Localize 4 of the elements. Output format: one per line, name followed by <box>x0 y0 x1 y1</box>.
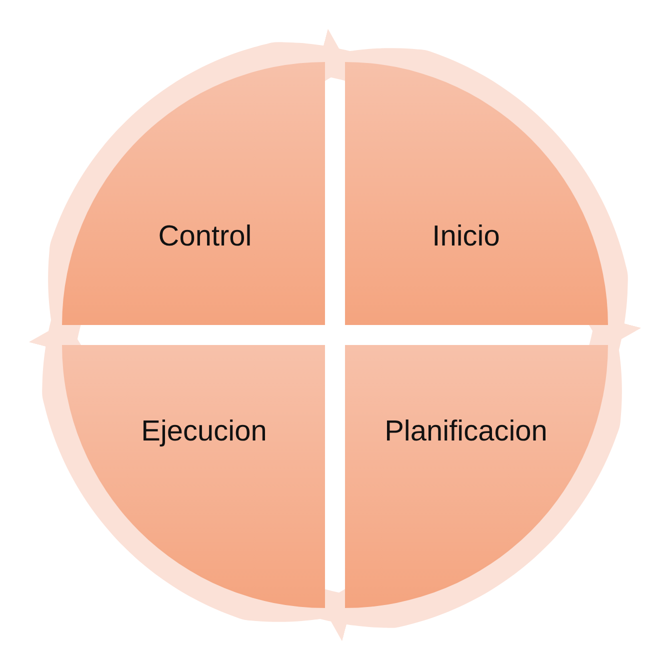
segment-label: Ejecucion <box>141 416 267 448</box>
segment-label: Inicio <box>432 220 500 254</box>
segment-label: Control <box>158 220 252 254</box>
segment-label: Planificacion <box>384 416 548 448</box>
